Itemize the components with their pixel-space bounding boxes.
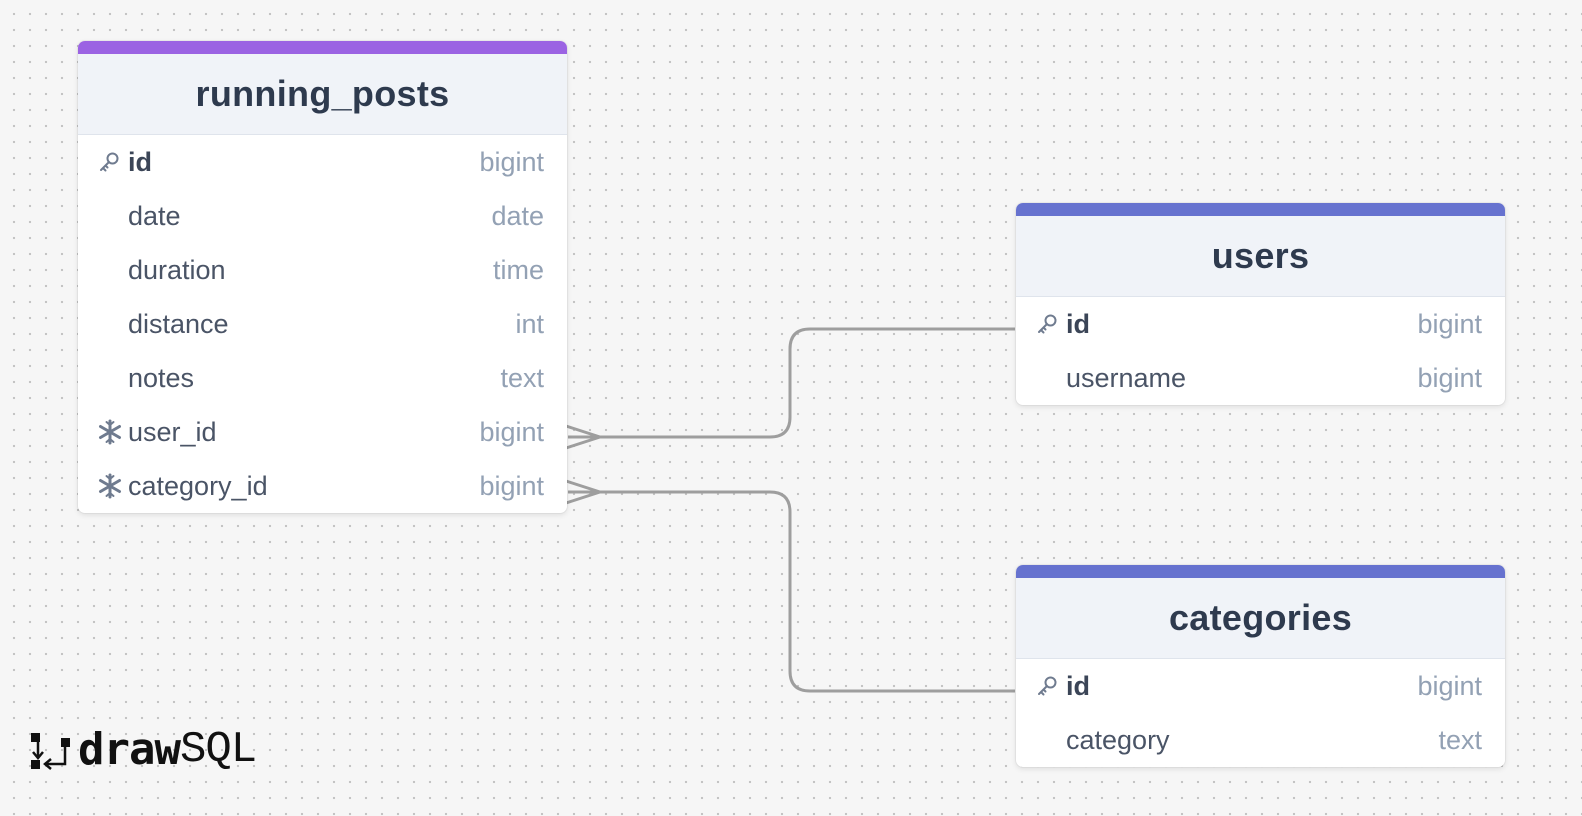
column-icon-slot [97,201,128,231]
drawsql-mark-icon [31,732,70,770]
column-type: bigint [1417,362,1482,393]
column-row[interactable]: id bigint [78,135,567,189]
column-name: notes [128,362,195,393]
column-name: id [128,146,152,177]
column-icon-slot [97,255,128,285]
relation-line-category[interactable] [568,490,1015,693]
primary-key-icon [1035,309,1066,339]
column-icon-slot [1035,363,1066,393]
logo-text-sql: SQL [179,724,257,775]
foreign-key-icon [97,471,128,501]
column-name: date [128,200,181,231]
column-type: bigint [1417,308,1482,339]
column-list: id bigint date date duration time distance int n… [78,135,567,513]
primary-key-icon [97,147,128,177]
column-row[interactable]: distance int [78,297,567,351]
column-row[interactable]: duration time [78,243,567,297]
table-title[interactable]: running_posts [78,54,567,135]
table-users[interactable]: users id bigint username bigint [1016,203,1505,405]
table-title[interactable]: users [1016,216,1505,297]
table-running-posts[interactable]: running_posts id bigint date date duration ti… [78,41,567,513]
column-name: duration [128,254,226,285]
column-type: bigint [479,416,544,447]
column-name: username [1066,362,1187,393]
table-title[interactable]: categories [1016,578,1505,659]
column-list: id bigint username bigint [1016,297,1505,405]
column-name: id [1066,670,1090,701]
column-row[interactable]: username bigint [1016,351,1505,405]
column-row[interactable]: date date [78,189,567,243]
column-row[interactable]: notes text [78,351,567,405]
column-type: int [515,308,544,339]
column-icon-slot [97,363,128,393]
column-name: distance [128,308,229,339]
table-accent-bar [1016,565,1505,578]
column-list: id bigint category text [1016,659,1505,767]
column-row[interactable]: id bigint [1016,297,1505,351]
column-name: category_id [128,470,268,501]
column-type: bigint [479,470,544,501]
table-accent-bar [78,41,567,54]
foreign-key-icon [97,417,128,447]
column-row[interactable]: category_id bigint [78,459,567,513]
column-type: date [491,200,544,231]
column-name: category [1066,724,1170,755]
primary-key-icon [1035,671,1066,701]
column-type: text [1438,724,1482,755]
column-icon-slot [97,309,128,339]
column-name: user_id [128,416,217,447]
column-type: time [492,254,544,285]
column-type: text [500,362,544,393]
column-type: bigint [1417,670,1482,701]
crowfoot-user [565,424,601,450]
table-accent-bar [1016,203,1505,216]
column-name: id [1066,308,1090,339]
table-categories[interactable]: categories id bigint category text [1016,565,1505,767]
column-row[interactable]: id bigint [1016,659,1505,713]
column-row[interactable]: user_id bigint [78,405,567,459]
column-icon-slot [1035,725,1066,755]
column-row[interactable]: category text [1016,713,1505,767]
column-type: bigint [479,146,544,177]
relation-line-user[interactable] [568,327,1015,439]
logo-text-draw: draw [78,724,181,775]
crowfoot-category [565,479,601,505]
